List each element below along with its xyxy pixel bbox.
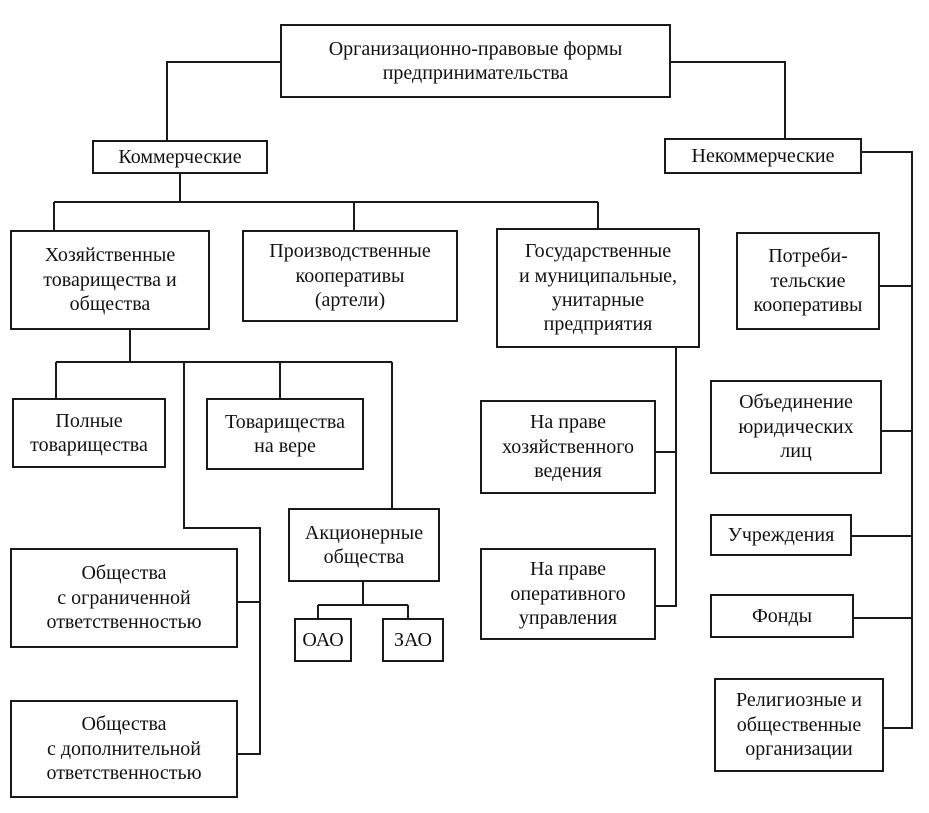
- alc-label: Общества с дополнительной ответственност…: [46, 713, 202, 785]
- connector-to-llc-alc: [183, 362, 261, 755]
- root-label: Организационно-правовые формы предприним…: [328, 37, 623, 84]
- oao-node: ОАО: [294, 618, 352, 662]
- business-partnerships-label: Хозяйственные товарищества и общества: [43, 244, 177, 316]
- connector-unitary-bracket: [656, 348, 677, 607]
- limited-partnerships-node: Товарищества на вере: [206, 398, 364, 470]
- funds-label: Фонды: [751, 604, 813, 627]
- limited-partnerships-label: Товарищества на вере: [225, 410, 345, 457]
- institutions-node: Учреждения: [710, 514, 852, 556]
- noncommercial-label: Некоммерческие: [691, 144, 835, 167]
- commercial-node: Коммерческие: [92, 140, 268, 174]
- connector-noncommercial-bracket: [862, 151, 913, 729]
- operational-management-node: На праве оперативного управления: [480, 548, 656, 640]
- institutions-label: Учреждения: [727, 523, 835, 546]
- production-coops-label: Производственные кооперативы (артели): [269, 240, 431, 312]
- business-partnerships-node: Хозяйственные товарищества и общества: [10, 230, 210, 330]
- consumer-coops-label: Потреби- тельские кооперативы: [753, 245, 863, 317]
- associations-node: Объединение юридических лиц: [710, 380, 882, 474]
- unitary-enterprises-node: Государственные и муниципальные, унитарн…: [496, 228, 700, 348]
- joint-stock-node: Акционерные общества: [288, 508, 440, 582]
- llc-label: Общества с ограниченной ответственностью: [46, 562, 202, 634]
- funds-node: Фонды: [710, 594, 854, 638]
- commercial-label: Коммерческие: [118, 145, 242, 168]
- consumer-coops-node: Потреби- тельские кооперативы: [736, 232, 880, 330]
- economic-management-label: На праве хозяйственного ведения: [502, 411, 634, 483]
- operational-management-label: На праве оперативного управления: [510, 558, 626, 630]
- connector-root-commercial: [166, 61, 280, 140]
- unitary-enterprises-label: Государственные и муниципальные, унитарн…: [518, 240, 678, 336]
- llc-node: Общества с ограниченной ответственностью: [10, 548, 238, 648]
- root-node: Организационно-правовые формы предприним…: [280, 24, 671, 98]
- production-coops-node: Производственные кооперативы (артели): [242, 230, 458, 322]
- economic-management-node: На праве хозяйственного ведения: [480, 400, 656, 494]
- oao-label: ОАО: [302, 628, 344, 651]
- joint-stock-label: Акционерные общества: [304, 521, 424, 568]
- religious-node: Религиозные и общественные организации: [714, 678, 884, 772]
- connector-root-noncommercial: [671, 61, 786, 140]
- full-partnerships-label: Полные товарищества: [30, 409, 148, 456]
- alc-node: Общества с дополнительной ответственност…: [10, 700, 238, 798]
- zao-label: ЗАО: [394, 628, 432, 651]
- religious-label: Религиозные и общественные организации: [736, 689, 862, 761]
- associations-label: Объединение юридических лиц: [738, 391, 854, 463]
- full-partnerships-node: Полные товарищества: [12, 398, 166, 468]
- noncommercial-node: Некоммерческие: [664, 138, 862, 174]
- zao-node: ЗАО: [382, 618, 444, 662]
